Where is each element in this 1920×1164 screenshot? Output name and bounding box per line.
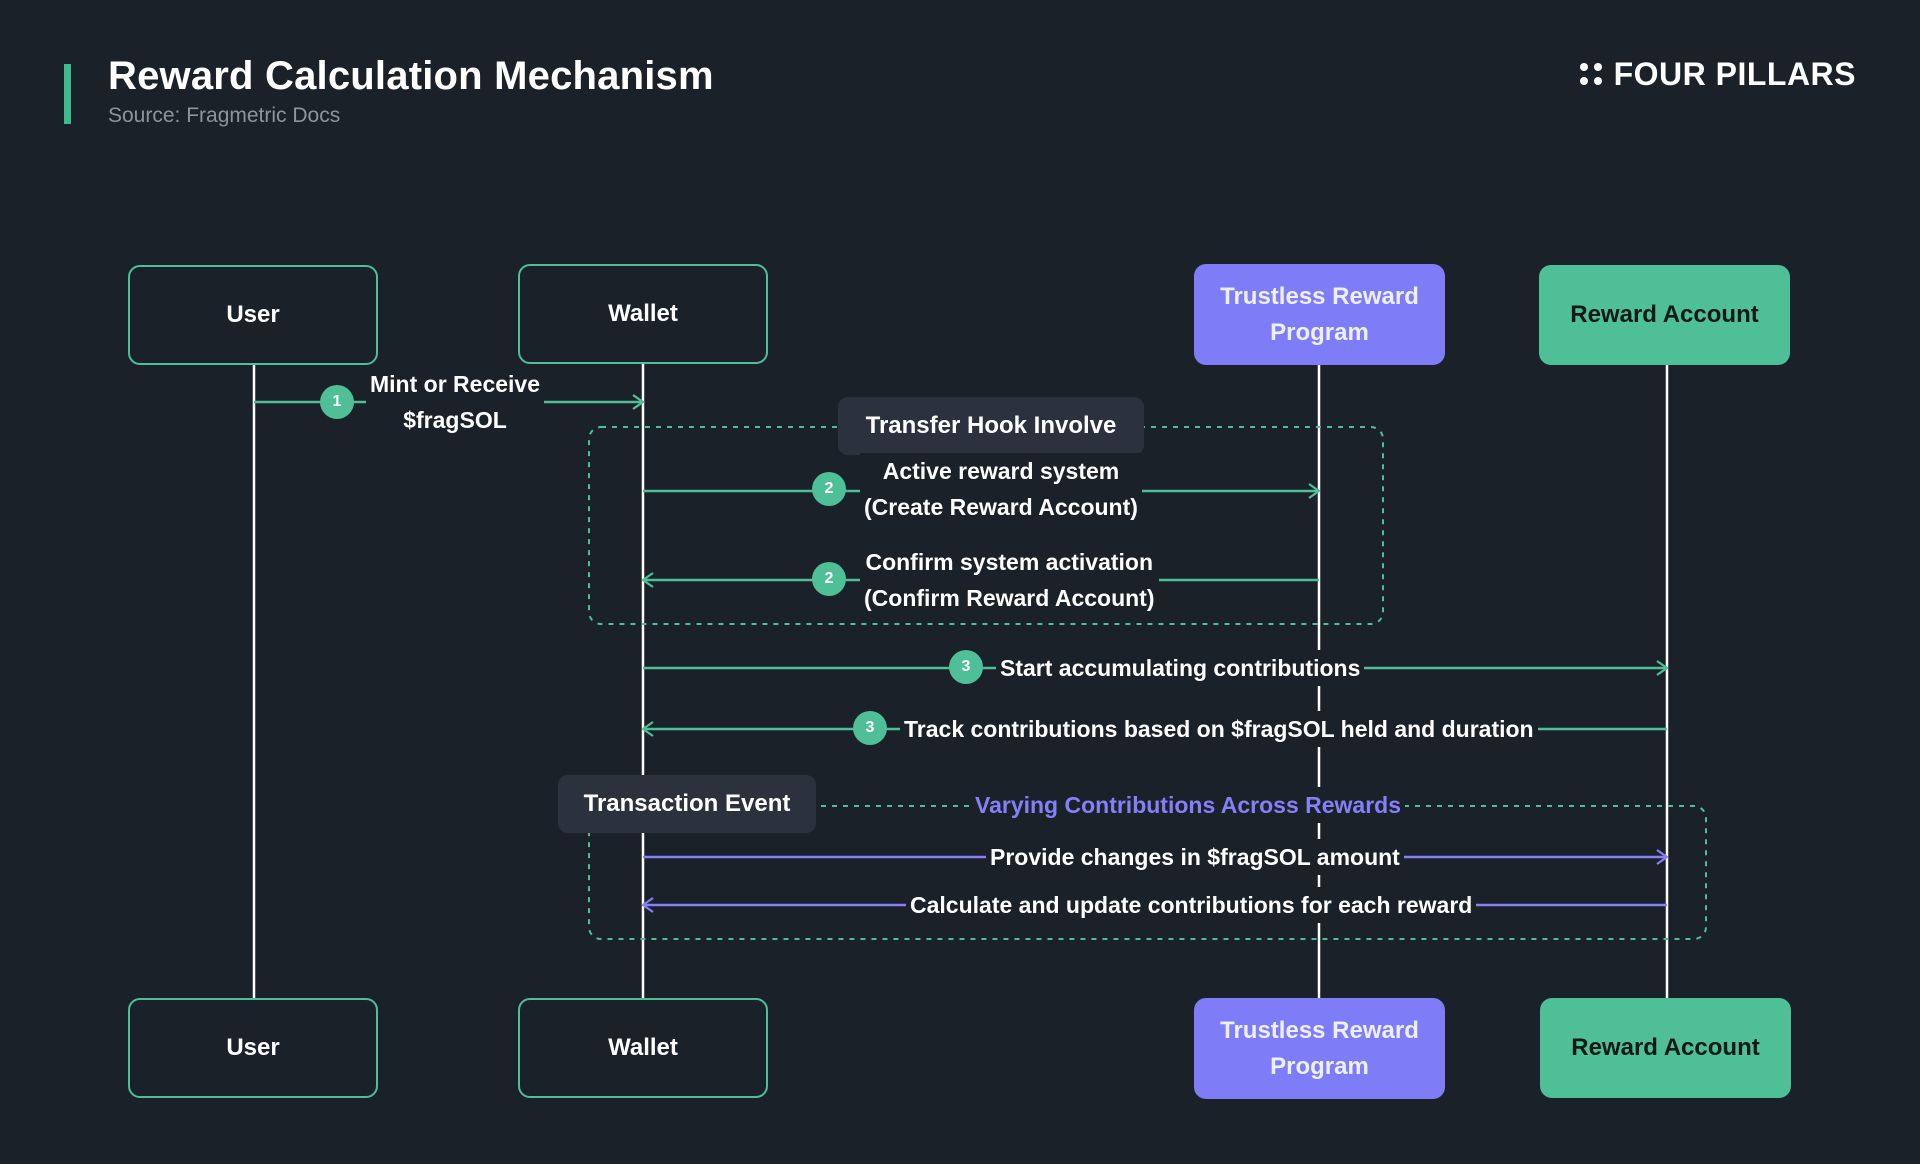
step-badge: 3 xyxy=(949,650,983,684)
step-badge: 2 xyxy=(812,472,846,506)
transfer-hook-chip: Transfer Hook Involve xyxy=(838,397,1144,455)
actor-reward-account-bottom: Reward Account xyxy=(1540,998,1791,1098)
actor-wallet-bottom: Wallet xyxy=(518,998,768,1098)
message-label: Track contributions based on $fragSOL he… xyxy=(900,711,1538,747)
page-title: Reward Calculation Mechanism xyxy=(108,54,714,98)
brand-logo: FOUR PILLARS xyxy=(1579,56,1856,93)
actor-user-top: User xyxy=(128,265,378,365)
step-badge: 2 xyxy=(812,562,846,596)
message-label: Start accumulating contributions xyxy=(996,650,1365,686)
title-accent-bar xyxy=(64,64,71,124)
actor-reward-account-top: Reward Account xyxy=(1539,265,1790,365)
step-badge: 3 xyxy=(853,711,887,745)
message-label: Mint or Receive $fragSOL xyxy=(366,366,544,438)
actor-program-top: Trustless Reward Program xyxy=(1194,264,1445,365)
page-subtitle: Source: Fragmetric Docs xyxy=(108,104,341,127)
varying-contributions-label: Varying Contributions Across Rewards xyxy=(971,787,1406,823)
actor-user-bottom: User xyxy=(128,998,378,1098)
brand-name: FOUR PILLARS xyxy=(1613,56,1856,92)
actor-program-bottom: Trustless Reward Program xyxy=(1194,998,1445,1099)
four-dots-icon xyxy=(1579,62,1604,87)
message-label: Active reward system (Create Reward Acco… xyxy=(860,453,1142,525)
message-label: Confirm system activation (Confirm Rewar… xyxy=(860,544,1159,616)
transaction-event-frame xyxy=(588,805,1707,940)
message-label: Provide changes in $fragSOL amount xyxy=(986,839,1404,875)
step-badge: 1 xyxy=(320,385,354,419)
message-label: Calculate and update contributions for e… xyxy=(906,887,1477,923)
actor-wallet-top: Wallet xyxy=(518,264,768,364)
transaction-event-chip: Transaction Event xyxy=(558,775,816,833)
